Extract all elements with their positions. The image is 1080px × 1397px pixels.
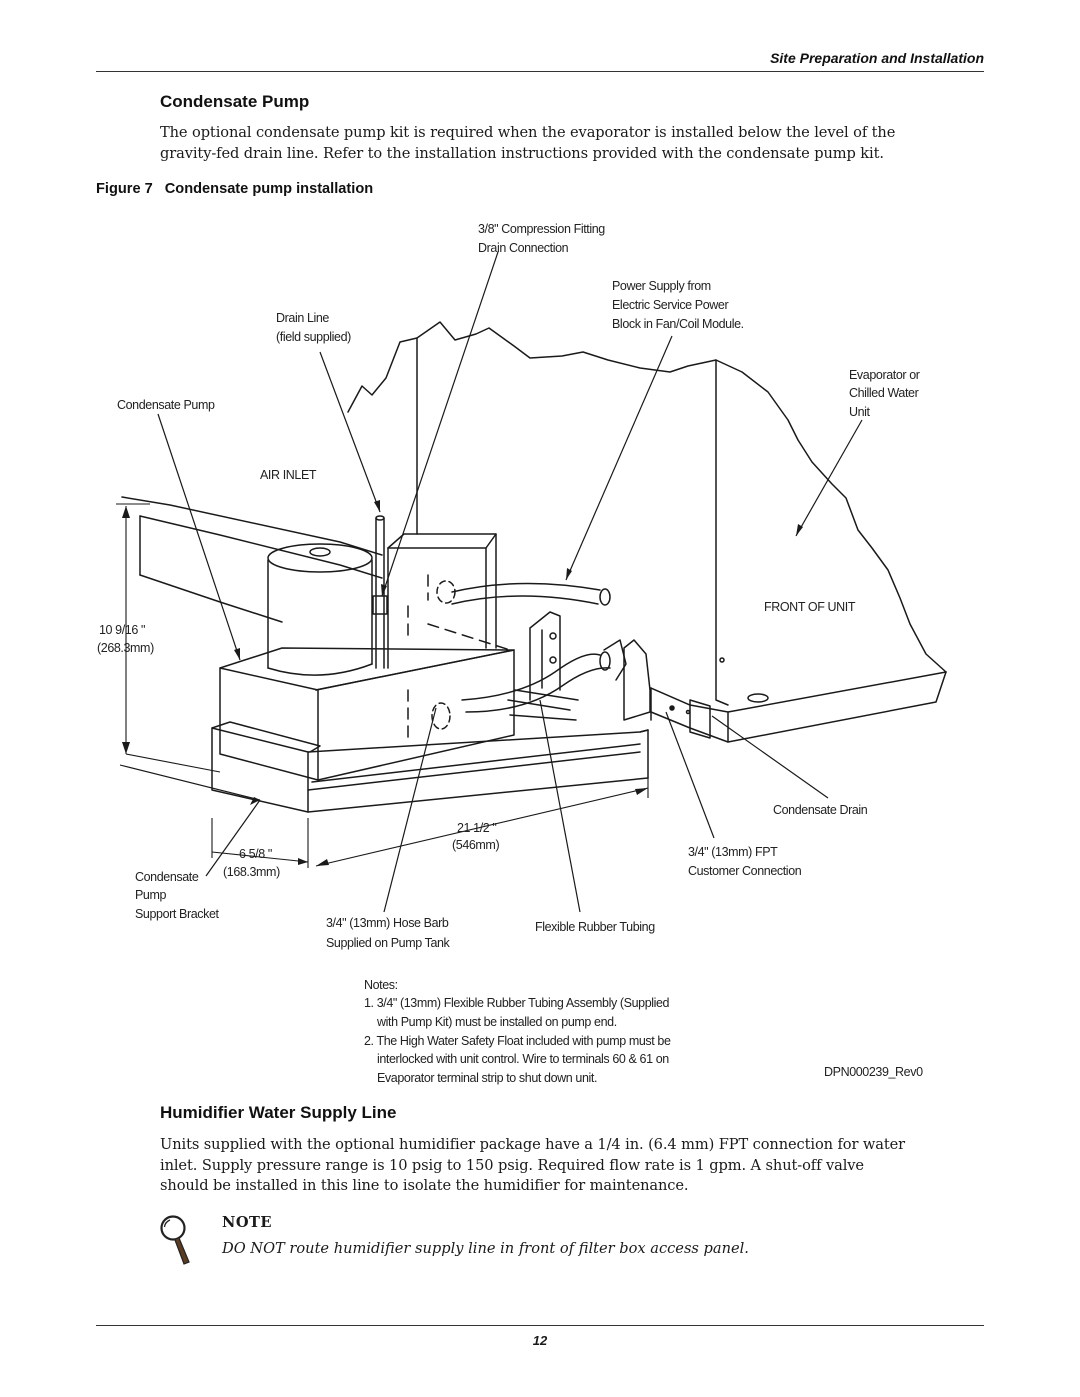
leader-drain-line bbox=[319, 351, 381, 513]
paragraph-line: should be installed in this line to isol… bbox=[160, 1177, 689, 1194]
paragraph-line: gravity-fed drain line. Refer to the ins… bbox=[160, 144, 884, 162]
label-rubber-tubing: Flexible Rubber Tubing bbox=[535, 920, 655, 934]
leader-condensate-pump bbox=[157, 413, 241, 661]
leader-evaporator bbox=[795, 419, 863, 537]
label-height-dim: 10 9/16 " bbox=[99, 623, 145, 637]
label-notes-title: Notes: bbox=[364, 978, 398, 992]
page-number: 12 bbox=[532, 1333, 548, 1348]
unit-drain-port bbox=[747, 693, 769, 703]
label-compression-fitting-2: Drain Connection bbox=[478, 241, 569, 255]
float-switch-box bbox=[387, 533, 497, 649]
leader-power bbox=[565, 335, 673, 581]
figure-caption: Figure 7 Condensate pump installation bbox=[96, 181, 373, 197]
unit-front-panel bbox=[715, 359, 729, 706]
leader-compression bbox=[381, 251, 499, 597]
label-length-dim-2: (546mm) bbox=[452, 838, 499, 852]
label-condensate-drain: Condensate Drain bbox=[773, 803, 868, 817]
height-ext-line bbox=[119, 764, 261, 801]
label-evaporator-3: Unit bbox=[849, 405, 871, 419]
label-hose-barb-2: Supplied on Pump Tank bbox=[326, 936, 451, 950]
note-label: NOTE bbox=[222, 1214, 273, 1231]
footer-rule bbox=[96, 1325, 984, 1326]
leader-fpt bbox=[665, 711, 715, 839]
label-compression-fitting: 3/8" Compression Fitting bbox=[478, 222, 605, 236]
label-air-inlet: AIR INLET bbox=[260, 468, 317, 482]
compression-fitting bbox=[372, 595, 388, 615]
label-note-2: 2. The High Water Safety Float included … bbox=[364, 1034, 671, 1048]
unit-torn-outline bbox=[347, 321, 947, 673]
label-fpt-2: Customer Connection bbox=[688, 864, 802, 878]
label-width-dim: 6 5/8 " bbox=[239, 847, 272, 861]
paragraph-line: The optional condensate pump kit is requ… bbox=[160, 124, 896, 141]
condensate-pump-heading: Condensate Pump bbox=[160, 92, 310, 111]
label-drain-line: Drain Line bbox=[276, 311, 329, 325]
leader-rubber-tubing bbox=[539, 699, 581, 913]
label-power-supply-3: Block in Fan/Coil Module. bbox=[612, 317, 744, 331]
power-cable bbox=[451, 582, 601, 605]
figure-caption-text: Condensate pump installation bbox=[164, 181, 374, 197]
unit-base bbox=[650, 671, 947, 713]
label-height-dim-2: (268.3mm) bbox=[97, 641, 154, 655]
humidifier-paragraph: Units supplied with the optional humidif… bbox=[160, 1135, 990, 1197]
header-rule bbox=[96, 71, 984, 72]
label-doc-id: DPN000239_Rev0 bbox=[824, 1065, 923, 1079]
label-drain-line-2: (field supplied) bbox=[276, 330, 351, 344]
condensate-pump-paragraph: The optional condensate pump kit is requ… bbox=[160, 123, 990, 164]
label-length-dim: 21 1/2 " bbox=[457, 821, 496, 835]
pump-tank-side bbox=[315, 649, 515, 781]
unit-base-lower bbox=[650, 671, 947, 743]
leader-condensate-drain bbox=[711, 715, 829, 799]
label-bracket-3: Support Bracket bbox=[135, 907, 220, 921]
label-power-supply-2: Electric Service Power bbox=[612, 298, 728, 312]
humidifier-heading: Humidifier Water Supply Line bbox=[160, 1103, 397, 1122]
magnifier-icon bbox=[160, 1215, 190, 1265]
width-dim-line bbox=[211, 818, 309, 868]
paragraph-line: Units supplied with the optional humidif… bbox=[160, 1136, 906, 1153]
leader-hose-barb bbox=[383, 707, 437, 913]
air-inlet-duct-top bbox=[121, 496, 383, 556]
label-condensate-pump: Condensate Pump bbox=[117, 398, 215, 412]
label-bracket: Condensate bbox=[135, 870, 199, 884]
drain-line-pipe bbox=[375, 517, 385, 669]
figure-number: Figure 7 bbox=[96, 181, 153, 197]
label-power-supply: Power Supply from bbox=[612, 279, 711, 293]
label-evaporator: Evaporator or bbox=[849, 368, 920, 382]
paragraph-line: inlet. Supply pressure range is 10 psig … bbox=[160, 1156, 864, 1174]
label-note-2b: interlocked with unit control. Wire to t… bbox=[377, 1052, 669, 1066]
label-hose-barb: 3/4" (13mm) Hose Barb bbox=[326, 916, 449, 930]
support-bracket-front bbox=[211, 727, 309, 813]
label-note-1: 1. 3/4" (13mm) Flexible Rubber Tubing As… bbox=[364, 996, 670, 1010]
outlet-bracket bbox=[529, 611, 561, 701]
label-note-1b: with Pump Kit) must be installed on pump… bbox=[376, 1015, 617, 1029]
running-header: Site Preparation and Installation bbox=[770, 50, 984, 66]
air-inlet-duct-bot bbox=[139, 574, 283, 623]
label-note-2c: Evaporator terminal strip to shut down u… bbox=[377, 1071, 597, 1085]
label-width-dim-2: (168.3mm) bbox=[223, 865, 280, 879]
unit-bracket bbox=[623, 639, 651, 721]
flexible-rubber-tubing bbox=[461, 653, 611, 713]
leader-bracket bbox=[205, 799, 261, 877]
label-evaporator-2: Chilled Water bbox=[849, 386, 919, 400]
label-fpt: 3/4" (13mm) FPT bbox=[688, 845, 778, 859]
pump-tank-top bbox=[219, 647, 515, 691]
air-inlet-duct-mid bbox=[139, 515, 383, 579]
label-front-of-unit: FRONT OF UNIT bbox=[764, 600, 856, 614]
support-bracket-top bbox=[211, 721, 321, 753]
label-bracket-2: Pump bbox=[135, 888, 167, 902]
note-text: DO NOT route humidifier supply line in f… bbox=[222, 1240, 749, 1257]
hidden-box-outline bbox=[407, 574, 511, 741]
drain-fitting bbox=[689, 699, 711, 739]
